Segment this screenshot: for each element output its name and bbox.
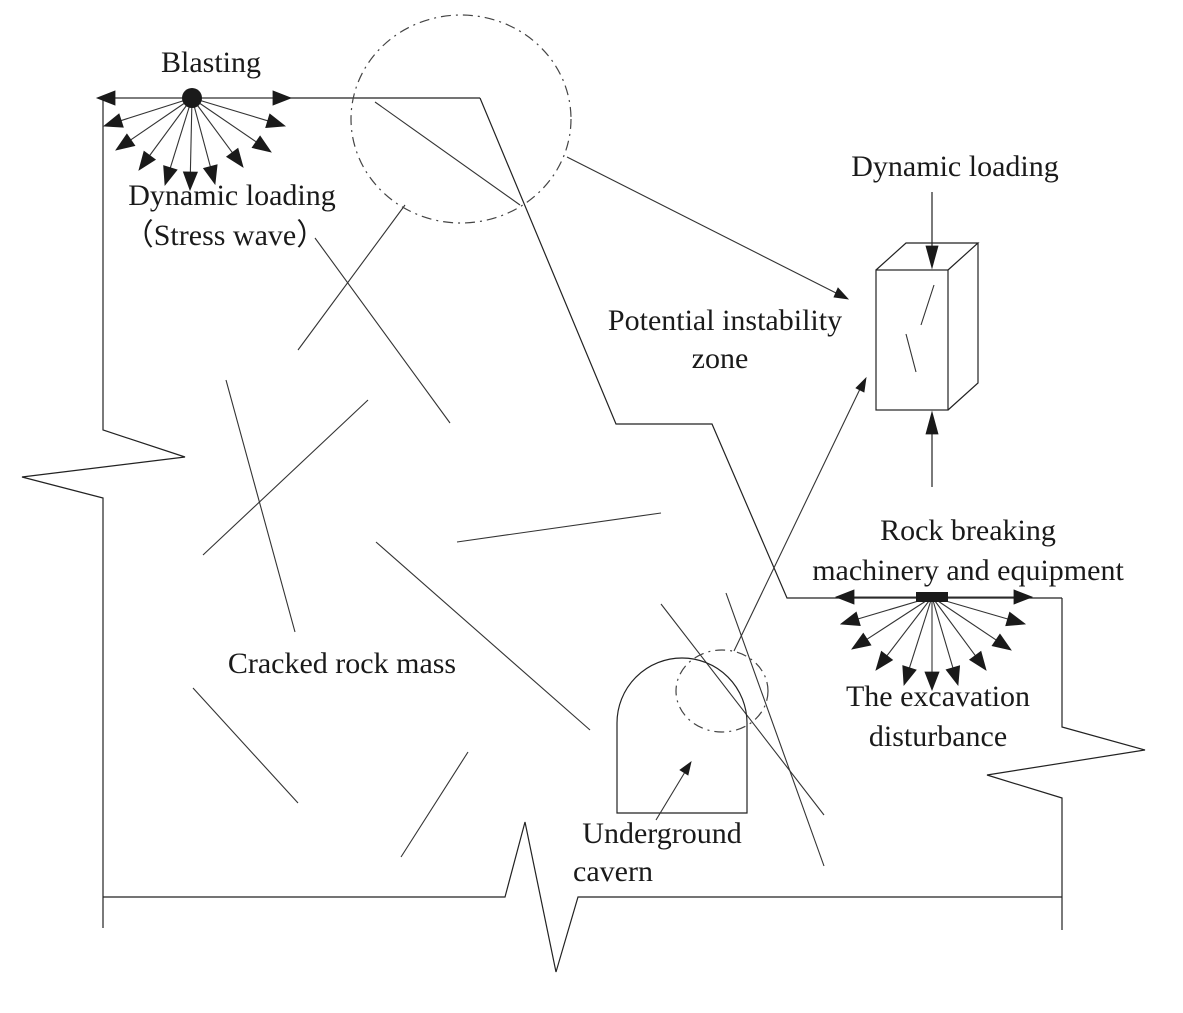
wave-arrowhead	[851, 632, 872, 650]
label-blasting: Blasting	[161, 46, 261, 79]
label-cracked-rock-mass: Cracked rock mass	[228, 647, 456, 680]
wave-arrowhead	[945, 665, 961, 687]
wave-arrowhead	[265, 113, 287, 128]
label-zone: zone	[692, 342, 749, 375]
block-top-face	[875, 242, 980, 271]
wave-arrowhead	[902, 665, 917, 687]
wave-arrow-shaft	[191, 97, 211, 167]
left-boundary	[21, 98, 186, 928]
top-load-arrowhead	[925, 245, 939, 270]
cavern-label-pointer	[655, 771, 686, 821]
wave-arrowhead	[875, 650, 894, 671]
wave-arrowhead	[1013, 589, 1034, 605]
block-loading-arrows	[925, 192, 939, 487]
rock-specimen-block	[875, 242, 980, 411]
wave-arrowhead	[1005, 611, 1027, 627]
wave-arrow-shaft	[886, 596, 933, 657]
wave-arrowhead	[272, 90, 293, 106]
crack	[456, 512, 662, 543]
instability-circle-top	[350, 14, 572, 224]
wave-arrowhead	[182, 171, 198, 192]
blasting-stress-wave-arrows	[95, 90, 293, 192]
connector-cavern-to-block	[733, 388, 861, 652]
wave-arrowhead	[138, 150, 157, 171]
crack	[374, 101, 521, 206]
block-front-face	[875, 269, 949, 411]
wave-arrow-shaft	[149, 97, 193, 156]
label-disturbance: disturbance	[869, 720, 1007, 753]
block-crack	[905, 333, 917, 373]
excavation-disturbance-arrows	[834, 589, 1034, 692]
crack	[725, 592, 825, 867]
wave-arrow-shaft	[130, 97, 193, 141]
wave-arrow-shaft	[191, 97, 268, 122]
block-side-face	[947, 243, 979, 411]
label-rock-breaking: Rock breaking	[880, 514, 1056, 547]
wave-arrow-shaft	[908, 596, 933, 669]
wave-arrowhead	[924, 671, 940, 692]
bottom-load-arrowhead	[925, 410, 939, 435]
label-cavern: cavern	[573, 855, 653, 888]
bottom-boundary	[103, 821, 1062, 973]
label-machinery-and-equipment: machinery and equipment	[812, 554, 1124, 587]
wave-arrow-shaft	[931, 596, 976, 656]
label-potential-instability: Potential instability	[608, 304, 842, 337]
wave-arrowhead	[102, 113, 124, 128]
wave-arrowhead	[163, 165, 178, 187]
underground-cavern	[616, 657, 748, 814]
wave-arrowhead	[202, 164, 218, 186]
wave-arrow-shaft	[191, 97, 257, 143]
wave-arrow-shaft	[931, 596, 954, 668]
crack	[192, 687, 299, 804]
wave-arrowhead	[95, 90, 116, 106]
excavated-slope	[479, 97, 1062, 599]
wave-arrowhead	[839, 611, 861, 627]
blasting-source-icon	[182, 88, 202, 108]
wave-arrow-shaft	[931, 596, 997, 641]
connector-top-circle-to-block	[566, 156, 839, 295]
wave-arrow-shaft	[120, 97, 193, 122]
wave-arrowhead	[991, 633, 1012, 651]
wave-arrow-shaft	[191, 97, 233, 153]
connector-arrowhead	[833, 287, 850, 300]
rock-cracks	[192, 101, 825, 867]
wave-arrowhead	[115, 133, 136, 151]
label-stress-wave: （Stress wave）	[124, 219, 326, 252]
right-boundary	[986, 598, 1146, 930]
label-dynamic-loading-right: Dynamic loading	[851, 150, 1058, 183]
wave-arrowhead	[251, 135, 272, 153]
label-underground: Underground	[582, 817, 741, 850]
crack	[225, 379, 296, 633]
wave-arrowhead	[225, 147, 244, 168]
crack	[297, 204, 406, 351]
diagram-labels: Blasting Dynamic loading （Stress wave） D…	[124, 46, 1125, 888]
crack	[202, 399, 369, 556]
crack	[660, 603, 825, 816]
wave-arrowhead	[968, 650, 987, 671]
wave-arrow-shaft	[169, 97, 193, 168]
crack	[375, 541, 591, 731]
label-dynamic-loading-left: Dynamic loading	[128, 179, 335, 212]
instability-circle-cavern	[675, 649, 769, 733]
instability-zones	[350, 14, 769, 733]
wave-arrow-shaft	[866, 596, 933, 640]
cavern-pointer-arrowhead	[679, 761, 692, 776]
block-crack	[920, 284, 935, 326]
connector-arrows	[566, 156, 867, 821]
wave-arrowhead	[834, 589, 855, 605]
label-the-excavation: The excavation	[846, 680, 1030, 713]
rock-breaking-machine-icon	[916, 592, 948, 602]
wave-arrow-shaft	[189, 97, 193, 173]
crack	[400, 751, 469, 858]
crack	[314, 237, 451, 424]
connector-arrowhead	[855, 376, 867, 393]
